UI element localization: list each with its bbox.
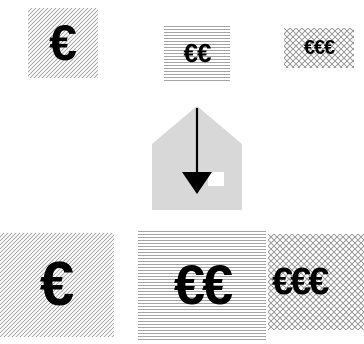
- diagonal-hatch-pattern: [28, 8, 98, 78]
- cross-hatch-pattern: [284, 28, 354, 68]
- euro-triple-tile-top: €€€: [284, 28, 354, 68]
- euro-single-tile-top: €: [28, 8, 98, 78]
- cross-hatch-pattern: [268, 234, 364, 330]
- horizontal-lines-pattern: [138, 230, 266, 340]
- diagonal-hatch-pattern: [0, 233, 114, 337]
- euro-symbol: €: [39, 250, 75, 319]
- horizontal-lines-pattern: [164, 25, 230, 81]
- euro-double-tile-top: €€: [164, 25, 230, 81]
- euro-double-tile-bottom: €€: [138, 230, 266, 340]
- euro-single-tile-bottom: €: [0, 233, 114, 337]
- euro-symbol: €€€: [303, 37, 335, 59]
- euro-symbol: €€€: [272, 261, 329, 303]
- euro-symbol: €€: [183, 38, 212, 68]
- euro-symbol: €: [49, 15, 77, 71]
- euro-triple-tile-bottom: €€€: [268, 234, 364, 330]
- euro-symbol: €€: [173, 253, 233, 316]
- arrow-head-icon: [182, 172, 212, 194]
- house-window: [208, 172, 224, 186]
- house-with-down-arrow-icon: [152, 106, 242, 210]
